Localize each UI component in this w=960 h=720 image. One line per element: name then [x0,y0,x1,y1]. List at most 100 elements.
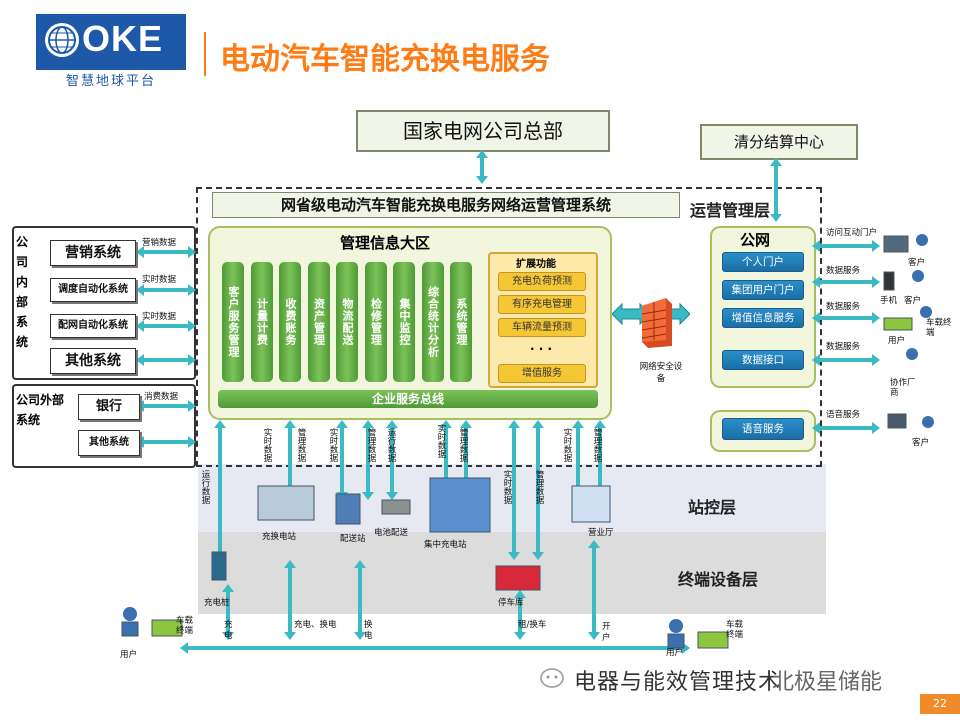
internal-system-box[interactable]: 其他系统 [50,348,136,374]
mgmt-module-column: 资产管理 [307,262,330,382]
right-flow-label: 数据服务 [826,342,861,352]
bottom-flow-arrow [514,590,526,640]
right-flow-arrow [812,240,880,252]
bottom-action-label: 开户 [602,622,611,643]
firewall-label: 网络安全设备 [639,362,683,384]
charging-post-icon [211,551,227,581]
system-title-box: 网省级电动汽车智能充换电服务网络运营管理系统 [212,192,680,218]
internal-system-box[interactable]: 调度自动化系统 [50,278,136,302]
station-flow-label: 运行数据 [200,470,210,504]
right-flow-arrow [812,354,880,366]
ops-layer-label: 运营管理层 [690,201,771,220]
watermark-text-2: 北极星储能 [772,670,883,695]
wechat-icon [540,668,564,688]
watermark-text: 电器与能效管理技术 [574,670,782,695]
vehicle-terminal-icon [151,619,183,637]
ext-title: 扩展功能 [516,259,556,270]
external-system-box[interactable]: 银行 [78,394,140,420]
ext-function-item[interactable]: 充电负荷预测 [498,272,586,291]
mgmt-module-column: 客户服务管理 [222,262,244,382]
customer-icon [922,416,934,428]
side-flow-arrow [136,436,196,448]
station-flow-arrow [386,420,398,500]
right-node-label: 手机 [880,296,898,306]
station-flow-label: 实时数据 [562,428,572,462]
bottom-action-label: 充电 [224,620,233,641]
charging-station-icon [257,485,315,521]
mgmt-module-column: 综合统计分析 [421,262,444,382]
right-flow-label: 数据服务 [826,266,861,276]
bottom-flow-arrow [588,540,600,640]
user-icon [121,621,139,637]
ext-function-item[interactable]: 增值服务 [498,364,586,383]
firewall-icon [641,298,672,348]
station-flow-label: 运行数据 [386,428,396,462]
clearing-center-box: 清分结算中心 [700,124,858,160]
logo-text: OKE [82,18,164,59]
parking-garage-icon [495,565,541,591]
terminal-layer-label: 终端设备层 [678,570,759,589]
user-icon [667,633,685,649]
battery-truck-icon [381,499,411,515]
internal-flow-label: 实时数据 [142,275,177,285]
station-flow-label: 管理数据 [296,428,306,462]
customer-icon [916,234,928,246]
side-flow-arrow [136,320,196,332]
internal-system-box[interactable]: 配网自动化系统 [50,314,136,338]
bottom-flow-arrow [354,560,366,640]
mgmt-module-column: 物流配送 [336,262,358,382]
internal-system-box[interactable]: 营销系统 [50,240,136,266]
station-flow-arrow [508,420,520,560]
customer-icon [912,270,924,282]
public-net-item[interactable]: 集团用户门户 [722,280,804,300]
central-station-icon [429,477,491,533]
station-flow-label: 管理数据 [534,470,544,504]
station-label: 电池配送 [374,528,409,538]
external-system-box[interactable]: 其他系统 [78,430,140,456]
terminal-label: 停车库 [498,598,524,608]
station-label: 营业厅 [588,528,614,538]
station-flow-label: 管理数据 [366,428,376,462]
voice-service-button[interactable]: 语音服务 [722,418,804,440]
right-flow-label: 访问互动门户 [826,228,878,238]
right-node-label: 用户 [888,336,906,346]
public-net-item[interactable]: 增值信息服务 [722,308,804,328]
public-net-item[interactable]: 个人门户 [722,252,804,272]
public-net-item[interactable]: 数据接口 [722,350,804,370]
right-node-label: 协作厂商 [890,378,916,398]
ext-function-item[interactable]: 有序充电管理 [498,295,586,314]
mgmt-module-column: 检修管理 [364,262,387,382]
right-flow-label: 语音服务 [826,410,861,420]
hq-box: 国家电网公司总部 [356,110,610,152]
side-flow-arrow [136,284,196,296]
side-flow-arrow [136,246,196,258]
mgmt-module-column: 计量计费 [250,262,273,382]
bottom-flow-arrow [284,560,296,640]
internal-title: 公司内部系统 [16,235,29,349]
right-node-label: 客户 [904,296,922,306]
user-icon [123,607,137,621]
station-flow-label: 管理数据 [592,428,602,462]
mgmt-module-column: 系统管理 [450,262,472,382]
title-divider [204,32,206,76]
mobile-phone-icon [883,271,895,291]
vehicle-terminal-icon [697,631,729,649]
customer-icon [920,306,932,318]
station-layer-label: 站控层 [688,498,737,517]
side-flow-arrow [136,400,196,412]
ext-function-item[interactable]: 车辆流量预测 [498,318,586,337]
bottom-action-label: 换电 [364,620,373,641]
bottom-flow-arrow [222,584,234,640]
telephone-icon [887,413,907,429]
laptop-icon [883,235,909,253]
distribution-station-icon [335,493,361,525]
side-flow-arrow [136,354,196,366]
logo-subtitle: 智慧地球平台 [65,74,156,89]
public-net-title: 公网 [740,231,771,249]
ops-layer-region [196,187,822,467]
right-flow-arrow [812,312,880,324]
page-number: 22 [920,694,960,714]
enterprise-service-bus: 企业服务总线 [218,390,598,408]
ext-ellipsis: · · · [529,342,553,356]
